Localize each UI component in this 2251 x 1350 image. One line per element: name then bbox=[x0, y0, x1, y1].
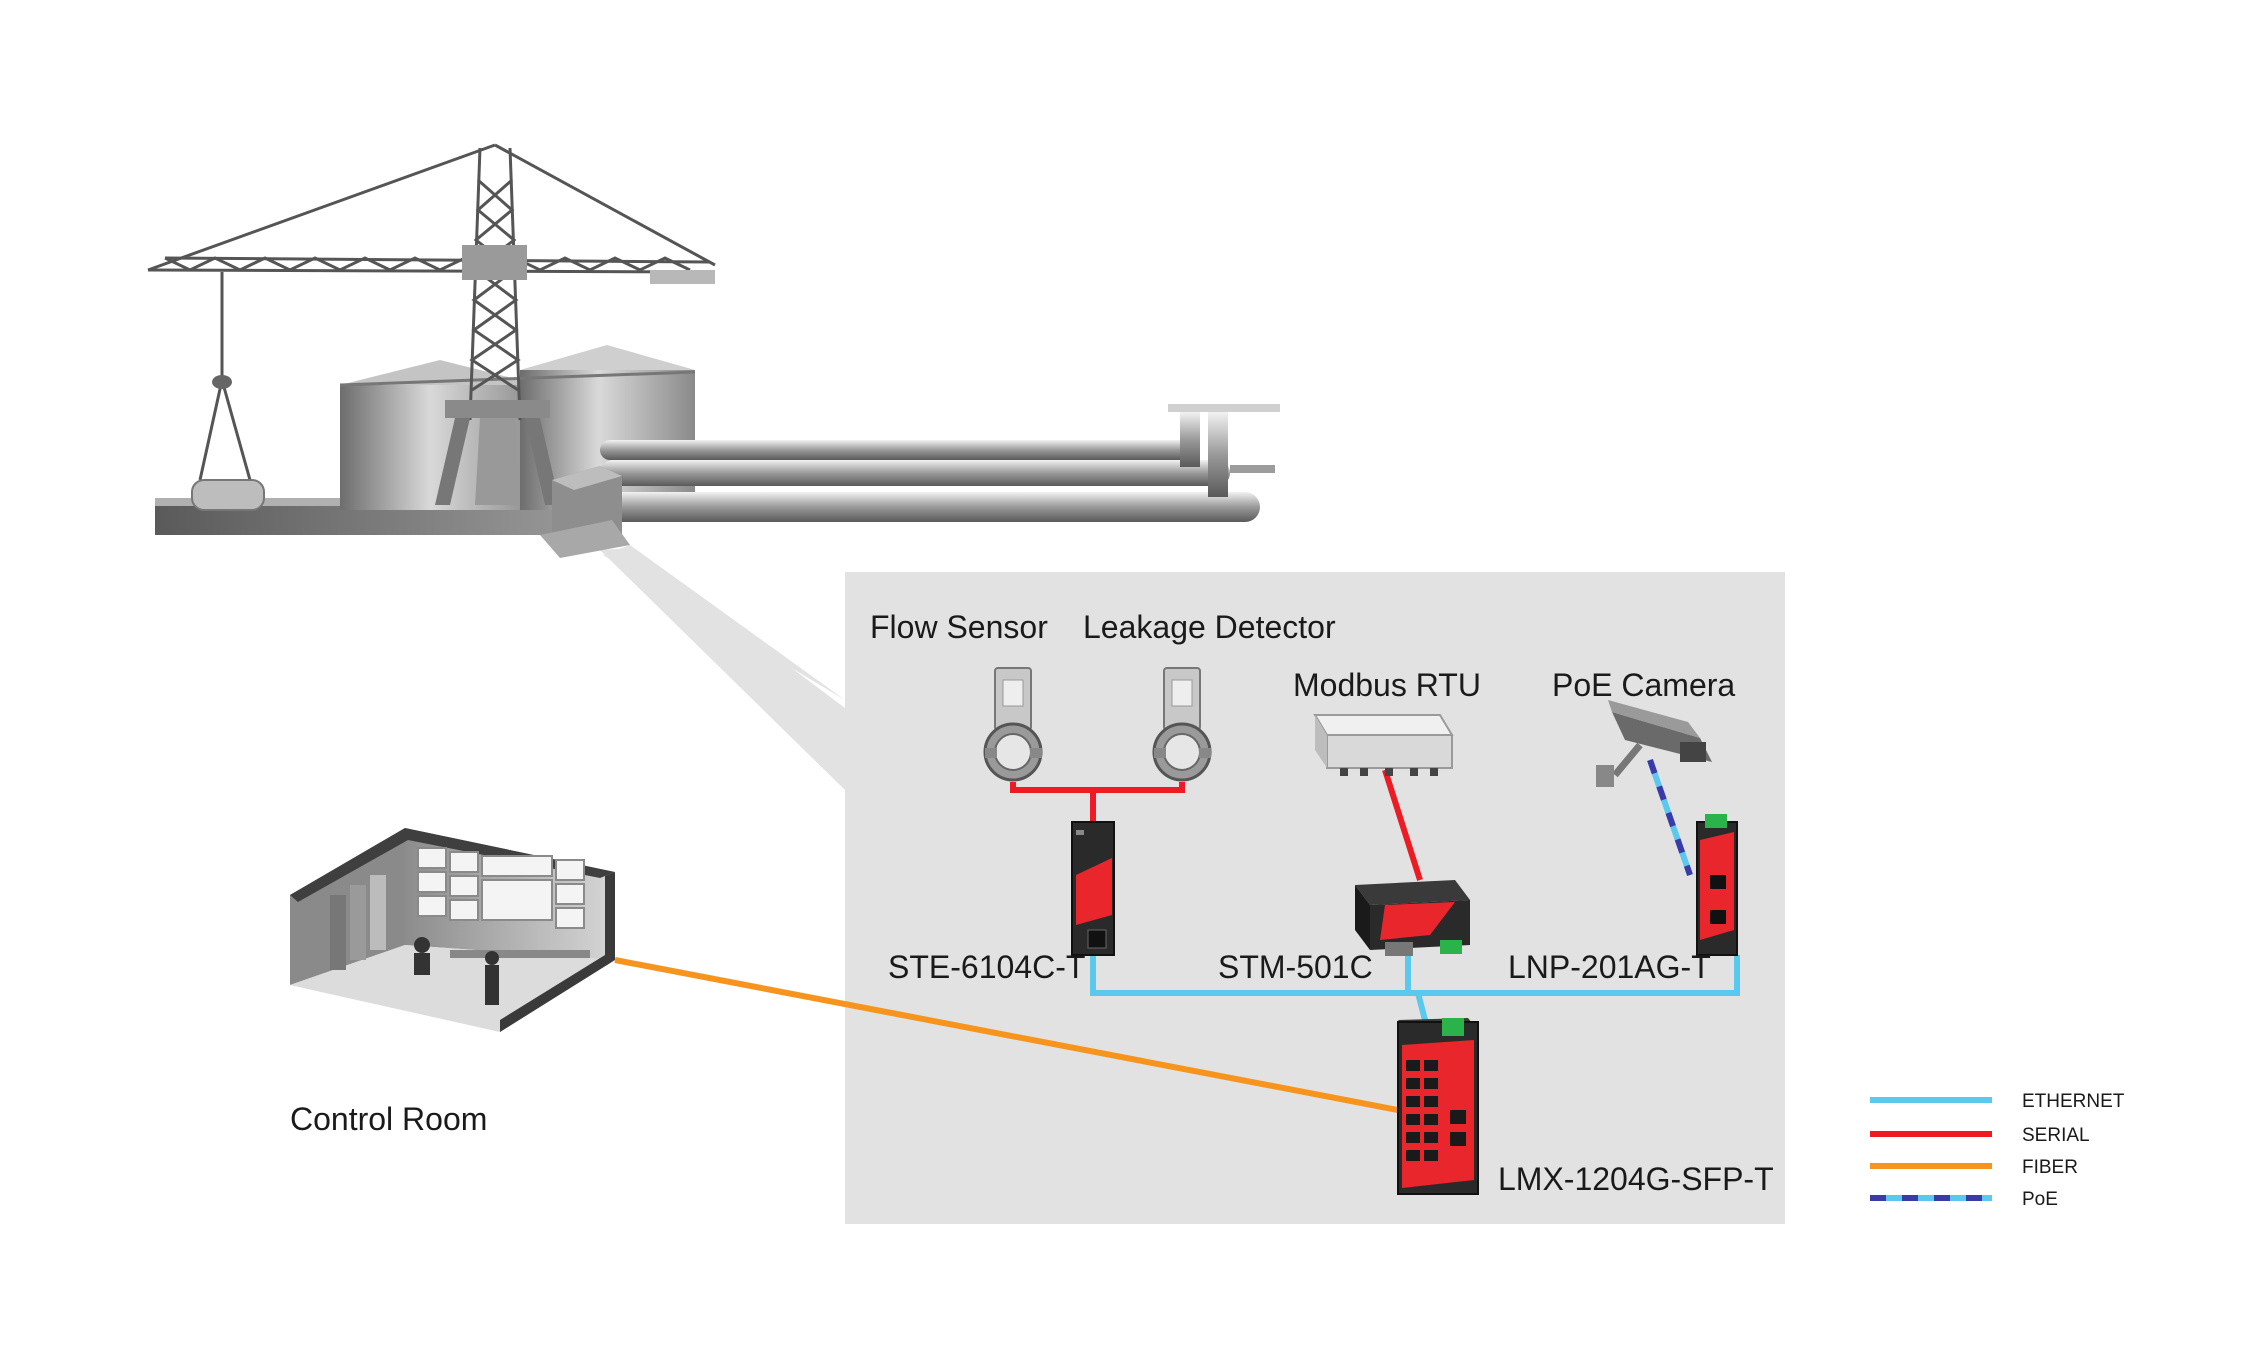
serial-line-sensors bbox=[1010, 782, 1185, 793]
poe-line-dash bbox=[1647, 759, 1693, 876]
serial-line-rtu-stm bbox=[1382, 769, 1423, 881]
lmx-1204g-sfp-t-device bbox=[1397, 1018, 1479, 1195]
stm-501c-device bbox=[1355, 880, 1470, 956]
poe-camera-label: PoE Camera bbox=[1552, 667, 1735, 703]
ethernet-line-lmx bbox=[1415, 992, 1428, 1021]
legend-label-serial: SERIAL bbox=[2022, 1125, 2090, 1146]
stm-501c-label: STM-501C bbox=[1218, 949, 1373, 985]
lmx-1204g-sfp-t-label: LMX-1204G-SFP-T bbox=[1498, 1161, 1774, 1197]
modbus-rtu-device bbox=[1313, 714, 1454, 776]
legend-item-serial: SERIAL bbox=[1870, 1125, 2090, 1146]
legend-label-fiber: FIBER bbox=[2022, 1157, 2078, 1178]
crane-base bbox=[435, 400, 560, 505]
ethernet-line-bus bbox=[1090, 955, 1740, 996]
crane-load bbox=[191, 479, 265, 511]
pipelines bbox=[600, 404, 1280, 522]
leakage-detector-device bbox=[1152, 667, 1212, 782]
connections bbox=[614, 759, 1740, 1113]
lnp-201ag-t-device bbox=[1696, 814, 1738, 956]
pipe-junction-box bbox=[540, 466, 630, 558]
zoom-cone-fill bbox=[600, 548, 845, 790]
legend-item-ethernet: ETHERNET bbox=[1870, 1091, 2125, 1112]
modbus-rtu-label: Modbus RTU bbox=[1293, 667, 1481, 703]
crane-hook bbox=[212, 375, 232, 389]
flow-sensor-label: Flow Sensor bbox=[870, 609, 1048, 645]
legend-item-fiber: FIBER bbox=[1870, 1157, 2078, 1178]
ste-6104c-t-label: STE-6104C-T bbox=[888, 949, 1085, 985]
leakage-detector-label: Leakage Detector bbox=[1083, 609, 1336, 645]
flow-sensor-device bbox=[983, 667, 1043, 782]
crane-counterweight bbox=[650, 270, 715, 284]
fiber-line bbox=[614, 957, 1399, 1113]
ste-6104c-t-device bbox=[1071, 821, 1115, 956]
industrial-site-illustration bbox=[147, 143, 1280, 1225]
legend-label-poe: PoE bbox=[2022, 1189, 2058, 1210]
control-room-label: Control Room bbox=[290, 1101, 487, 1137]
lnp-201ag-t-label: LNP-201AG-T bbox=[1508, 949, 1711, 985]
legend-label-ethernet: ETHERNET bbox=[2022, 1091, 2125, 1112]
legend: ETHERNET SERIAL FIBER PoE bbox=[1870, 1091, 2125, 1210]
legend-item-poe: PoE bbox=[1870, 1189, 2058, 1210]
control-room-illustration bbox=[290, 828, 615, 1032]
crane bbox=[147, 143, 716, 481]
poe-camera-device bbox=[1596, 700, 1712, 787]
crane-cab bbox=[462, 245, 527, 280]
